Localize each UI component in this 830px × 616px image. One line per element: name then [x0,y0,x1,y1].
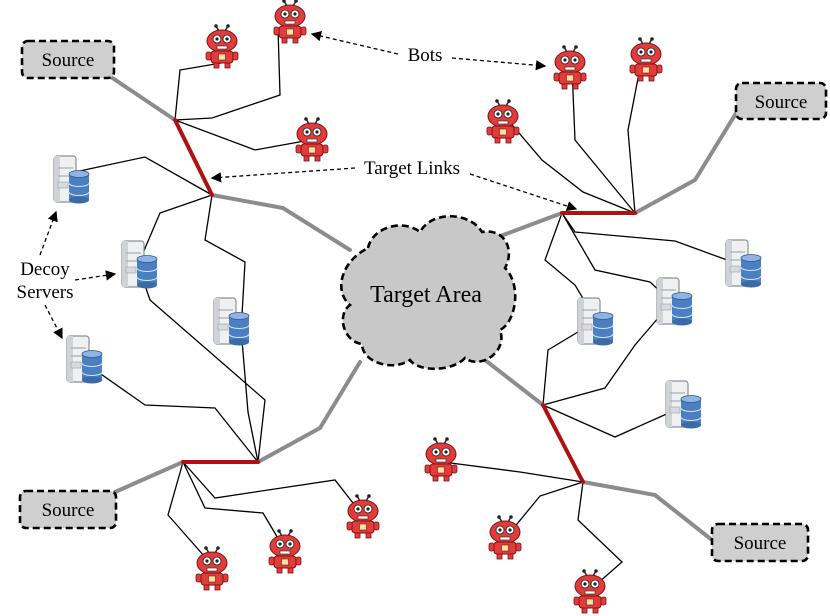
target-links-annotation: Target Links [210,158,578,212]
bots-label: Bots [408,45,443,66]
target-area-cloud: Target Area [340,214,517,371]
robot-bot-icon [295,116,329,162]
backbone-links [106,73,740,542]
robot-bot-icon [553,44,587,90]
robot-bot-icon [268,528,302,574]
source-box-top-right: Source [734,81,828,121]
source-label: Source [755,92,808,113]
server-database-icon [213,297,250,347]
robot-bot-icon [488,514,522,560]
target-area-label: Target Area [370,282,482,308]
server-database-icon [656,277,693,327]
source-box-bottom-right: Source [710,522,810,563]
server-database-icon [53,155,90,205]
source-label: Source [734,533,787,554]
robot-bot-icon [629,36,663,82]
target-links-label: Target Links [364,158,460,179]
robot-bot-icon [273,0,307,44]
edge-lines [74,27,739,591]
decoy-label-line1: Decoy [20,259,70,280]
robot-bot-icon [205,23,239,69]
server-database-icon [577,297,614,347]
source-label: Source [42,500,95,521]
source-box-top-left: Source [20,39,116,80]
bots-annotation: Bots [310,30,547,71]
server-database-icon [66,335,103,385]
decoy-label-line2: Servers [17,282,74,303]
server-database-icon [665,380,702,430]
decoy-servers-annotation: Decoy Servers [17,210,117,340]
robot-bot-icon [424,436,458,482]
target-links [173,118,637,484]
robot-bot-icon [486,98,520,144]
robot-bot-icon [573,568,607,614]
source-label: Source [42,50,95,71]
source-box-bottom-left: Source [18,489,118,530]
server-database-icon [725,239,762,289]
server-database-icon [121,240,158,290]
